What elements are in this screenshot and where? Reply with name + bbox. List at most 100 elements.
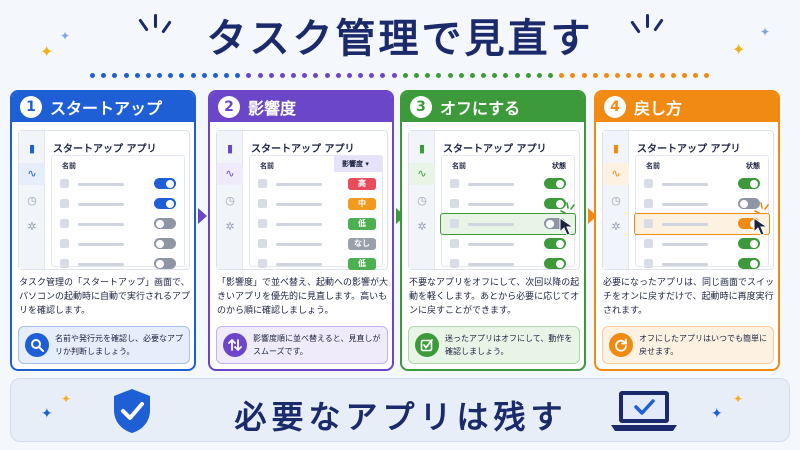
tip-text: 影響度順に並べ替えると、見直しがスムーズです。: [253, 334, 381, 356]
sparkle-icon: ✦: [760, 25, 771, 39]
table-row[interactable]: [442, 174, 574, 194]
table-row[interactable]: 高: [250, 174, 382, 194]
app-name-placeholder: [78, 243, 124, 246]
table-row[interactable]: [636, 194, 768, 214]
task-manager-sidebar: ▮ ∿ ◷ ✲: [19, 131, 45, 269]
pulse-icon[interactable]: ∿: [225, 167, 235, 180]
status-column-header[interactable]: 状態: [746, 162, 760, 170]
startup-toggle[interactable]: [544, 198, 566, 209]
table-row[interactable]: [52, 194, 184, 214]
startup-toggle[interactable]: [154, 178, 176, 189]
startup-toggle[interactable]: [738, 258, 760, 269]
click-burst-icon: [754, 202, 769, 214]
clock-icon[interactable]: ◷: [27, 194, 37, 207]
impact-column-header[interactable]: 影響度 ▾: [334, 156, 382, 172]
app-name-placeholder: [468, 243, 514, 246]
app-icon-placeholder: [450, 199, 459, 208]
startup-toggle[interactable]: [544, 178, 566, 189]
table-row[interactable]: [442, 194, 574, 214]
startup-toggle[interactable]: [154, 258, 176, 269]
performance-chart-icon[interactable]: ▮: [418, 142, 426, 155]
app-icon-placeholder: [258, 239, 267, 248]
app-name-placeholder: [276, 263, 322, 266]
pulse-icon[interactable]: ∿: [417, 167, 427, 180]
performance-chart-icon[interactable]: ▮: [226, 142, 234, 155]
gear-icon[interactable]: ✲: [27, 220, 37, 233]
app-name-placeholder: [276, 183, 322, 186]
table-row[interactable]: [52, 254, 184, 274]
startup-toggle[interactable]: [154, 198, 176, 209]
table-row[interactable]: 中: [250, 194, 382, 214]
table-row[interactable]: 低: [250, 214, 382, 234]
sparkle-icon: ✦: [41, 406, 53, 422]
table-row[interactable]: [442, 254, 574, 274]
app-icon-placeholder: [450, 179, 459, 188]
app-name-placeholder: [276, 243, 322, 246]
startup-nav-selected[interactable]: [409, 163, 435, 185]
task-manager-mock: ▮ ∿ ◷ ✲ スタートアップ アプリ名前 状態: [602, 130, 774, 270]
performance-chart-icon[interactable]: ▮: [612, 142, 620, 155]
step-number: 1: [20, 96, 42, 118]
table-row[interactable]: なし: [250, 234, 382, 254]
table-row[interactable]: 低: [250, 254, 382, 274]
status-column-header[interactable]: 状態: [552, 162, 566, 170]
startup-toggle[interactable]: [154, 238, 176, 249]
startup-toggle[interactable]: [738, 238, 760, 249]
startup-toggle[interactable]: [544, 238, 566, 249]
performance-chart-icon[interactable]: ▮: [28, 142, 36, 155]
table-row[interactable]: [442, 214, 574, 234]
gear-icon[interactable]: ✲: [417, 220, 427, 233]
table-row[interactable]: [636, 234, 768, 254]
pulse-icon[interactable]: ∿: [611, 167, 621, 180]
table-row[interactable]: [52, 234, 184, 254]
table-row[interactable]: [52, 214, 184, 234]
startup-toggle[interactable]: [154, 218, 176, 229]
startup-nav-selected[interactable]: [603, 163, 629, 185]
table-row[interactable]: [636, 214, 768, 234]
app-icon-placeholder: [450, 259, 459, 268]
table-row[interactable]: [636, 254, 768, 274]
search-icon: [25, 333, 49, 357]
sparkle-icon: ✦: [732, 40, 746, 59]
app-name-placeholder: [468, 223, 514, 226]
clock-icon[interactable]: ◷: [417, 194, 427, 207]
clock-icon[interactable]: ◷: [225, 194, 235, 207]
startup-toggle[interactable]: [544, 258, 566, 269]
startup-toggle[interactable]: [738, 178, 760, 189]
name-column-header[interactable]: 名前: [452, 162, 466, 170]
app-name-placeholder: [276, 203, 322, 206]
step-number: 2: [218, 96, 240, 118]
tip-box: 迷ったアプリはオフにして、動作を確認しましょう。: [408, 326, 580, 364]
sparkle-icon: ✦: [60, 29, 71, 43]
tip-box: 名前や発行元を確認し、必要なアプリか判断しましょう。: [18, 326, 190, 364]
gear-icon[interactable]: ✲: [611, 220, 621, 233]
app-icon-placeholder: [60, 219, 69, 228]
startup-nav-selected[interactable]: [19, 163, 45, 185]
step-number: 4: [604, 96, 626, 118]
name-column-header[interactable]: 名前: [260, 162, 274, 170]
clock-icon[interactable]: ◷: [611, 194, 621, 207]
task-manager-mock: ▮∿◷✲スタートアップ アプリ名前状態: [408, 130, 580, 270]
startup-apps-title: スタートアップ アプリ: [637, 144, 741, 155]
impact-badge: なし: [348, 238, 376, 250]
pulse-icon[interactable]: ∿: [27, 167, 37, 180]
step-label: スタートアップ: [50, 99, 163, 118]
name-column-header[interactable]: 名前: [62, 162, 76, 170]
app-name-placeholder: [662, 203, 708, 206]
page-title: タスク管理で見直す: [206, 16, 594, 62]
table-row[interactable]: [442, 234, 574, 254]
table-row[interactable]: [636, 174, 768, 194]
dotted-divider: [90, 73, 710, 79]
tip-box: オフにしたアプリはいつでも簡単に戻せます。: [602, 326, 774, 364]
startup-toggle[interactable]: [544, 218, 566, 229]
name-column-header[interactable]: 名前: [646, 162, 660, 170]
app-name-placeholder: [78, 183, 124, 186]
gear-icon[interactable]: ✲: [225, 220, 235, 233]
startup-toggle[interactable]: [738, 198, 760, 209]
tip-text: 名前や発行元を確認し、必要なアプリか判断しましょう。: [55, 334, 183, 356]
startup-nav-selected[interactable]: [217, 163, 243, 185]
table-row[interactable]: [52, 174, 184, 194]
